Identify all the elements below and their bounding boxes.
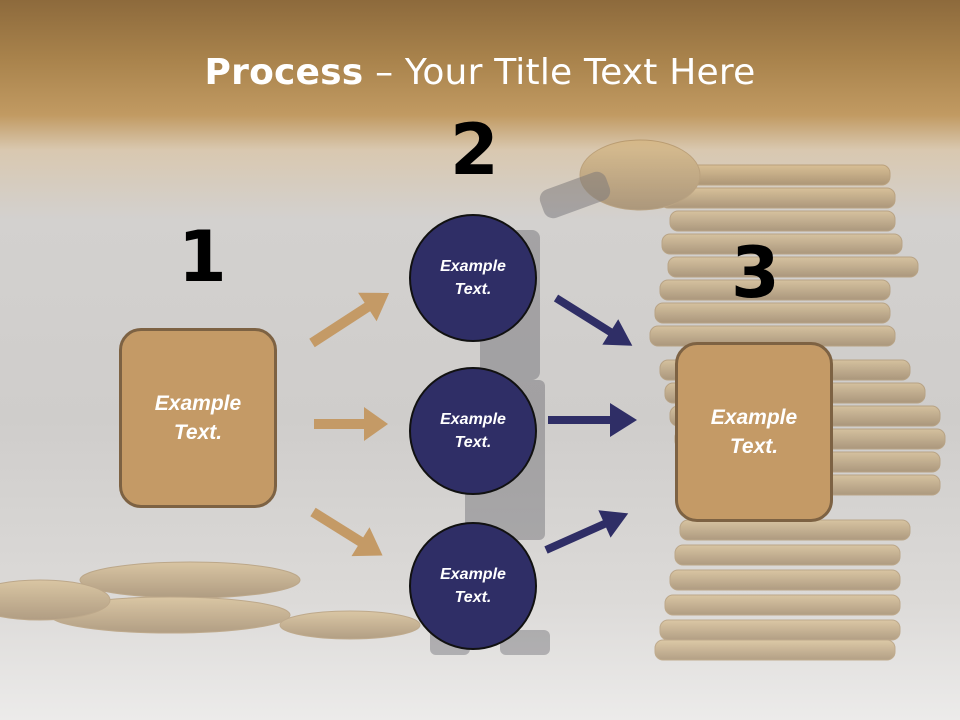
step-2-circle-top[interactable]: Example Text. xyxy=(409,214,537,342)
title-bold: Process xyxy=(204,52,364,93)
circle-bottom-label: Example Text. xyxy=(440,566,506,606)
step-1-label: Example Text. xyxy=(154,392,242,444)
step-3-box[interactable]: Example Text. xyxy=(675,342,833,522)
step-number-1: 1 xyxy=(178,216,227,298)
step-3-label: Example Text. xyxy=(710,406,798,458)
step-number-3: 3 xyxy=(731,232,780,314)
arrow-right-bottom-icon xyxy=(544,510,629,554)
circle-top-label: Example Text. xyxy=(440,258,506,298)
step-2-circle-bottom[interactable]: Example Text. xyxy=(409,522,537,650)
arrow-right-middle-icon xyxy=(548,403,637,437)
step-number-2: 2 xyxy=(450,109,499,191)
circle-middle-label: Example Text. xyxy=(440,411,506,451)
title-rest: – Your Title Text Here xyxy=(363,52,756,93)
slide-title: Process – Your Title Text Here xyxy=(0,52,960,93)
step-1-box[interactable]: Example Text. xyxy=(119,328,277,508)
arrow-left-middle-icon xyxy=(314,407,388,441)
arrow-left-down-icon xyxy=(310,507,383,557)
arrow-right-top-icon xyxy=(553,294,633,346)
step-2-circle-middle[interactable]: Example Text. xyxy=(409,367,537,495)
arrow-left-up-icon xyxy=(309,292,390,348)
